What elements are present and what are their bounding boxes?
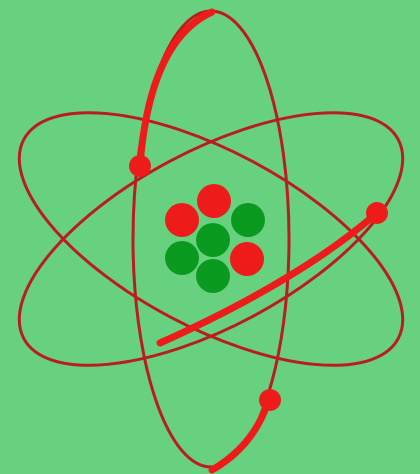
neutron <box>165 241 199 275</box>
proton <box>230 242 264 276</box>
electron <box>259 389 281 411</box>
neutron <box>231 203 265 237</box>
electron <box>129 155 151 177</box>
proton <box>165 203 199 237</box>
neutron <box>196 259 230 293</box>
electron <box>366 202 388 224</box>
proton <box>197 184 231 218</box>
neutron <box>196 223 230 257</box>
